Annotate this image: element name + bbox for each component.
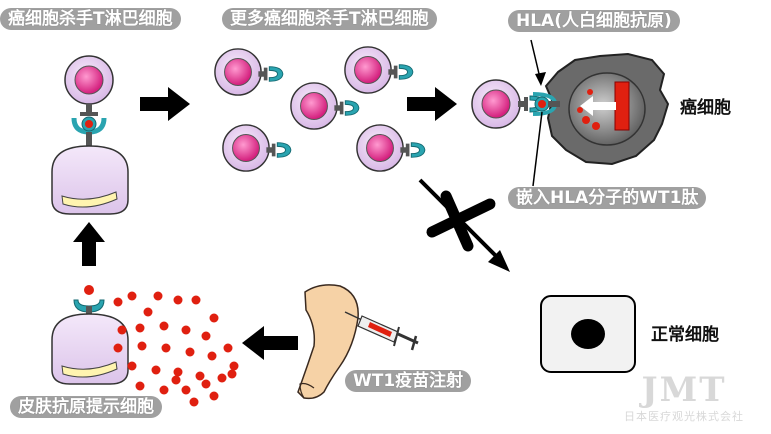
wt1-peptide-dot [209,313,219,323]
arrow-right-1 [140,87,190,121]
arrow-up-left [73,222,105,266]
label-hla-wt1: 嵌入HLA分子的WT1肽 [508,187,707,209]
wt1-peptide-dot [161,343,171,353]
hla-wt1-complex [532,92,560,116]
wt1-peptide-dot [201,379,211,389]
wt1-peptide-dot [223,343,233,353]
t-cell-receptor-icon [266,142,292,158]
killer-t-cell-4 [222,124,292,172]
hla-pointer-head [535,72,546,86]
wt1-peptide-dot [171,375,181,385]
tcr-hla-complex-left [71,116,107,146]
wt1-peptide-dot [151,365,161,375]
apc-cell-top [51,145,129,215]
wt1-peptide-dot [117,325,127,335]
wt1-peptide-dots [113,291,239,407]
killer-t-cell-top [64,55,114,116]
wt1-peptide-dot [159,321,169,331]
label-cancer-cell: 癌细胞 [680,98,731,118]
t-cell-receptor-icon [258,66,284,82]
wt1-peptide-dot [195,371,205,381]
arm-illustration [297,284,359,400]
wt1-peptide-dot [185,347,195,357]
wt1-pointer-line [532,111,543,187]
wt1-peptide-dot [227,369,237,379]
wt1-peptide-dot [173,367,183,377]
killer-t-cell-3 [290,82,360,130]
label-more-killer-t: 更多癌细胞杀手T淋巴细胞 [222,8,437,30]
wt1-peptide-dot [173,295,183,305]
wt1-peptide-dot [181,325,191,335]
killer-t-cell-2 [344,46,414,94]
wt1-peptide-dot [113,297,123,307]
label-hla: HLA(人白细胞抗原) [508,10,680,32]
watermark-caption: 日本医疗观光株式会社 [624,410,744,423]
syringe-icon [344,311,419,351]
wt1-peptide-dot [127,361,137,371]
wt1-peptide-dot [189,397,199,407]
wt1-peptide-dot [137,341,147,351]
wt1-peptide-dot [181,385,191,395]
wt1-peptide-dot [127,291,137,301]
label-killer-t: 癌细胞杀手T淋巴细胞 [0,8,181,30]
wt1-peptide-dot [159,385,169,395]
t-cell-receptor-icon [400,142,426,158]
wt1-peptide-dot [191,295,201,305]
wt1-peptide-dot [143,307,153,317]
killer-t-cell-1 [214,48,284,96]
wt1-peptide-dot [207,351,217,361]
wt1-peptide-dot [113,343,123,353]
arrow-left-bottom [242,326,298,360]
cancer-cell-graphic [544,52,670,166]
wt1-peptide-dot [229,361,239,371]
hla-pointer-line [530,39,541,79]
label-normal-cell: 正常细胞 [651,325,719,345]
apc-cell-bottom [51,285,129,385]
watermark-logo: JMT 日本医疗观光株式会社 [604,372,764,426]
wt1-peptide-dot [209,391,219,401]
wt1-peptide-dot [153,291,163,301]
wt1-peptide-dot [217,373,227,383]
wt1-peptide-dot [135,323,145,333]
normal-cell-graphic [540,295,636,373]
wt1-peptide-dot [201,331,211,341]
watermark-text: JMT [641,370,727,410]
killer-t-cell-5 [356,124,426,172]
killer-t-cell-cluster [214,46,426,172]
blocked-x-icon [426,190,496,252]
wt1-peptide-dot [135,381,145,391]
t-cell-receptor-icon [334,100,360,116]
arrow-right-2 [407,87,457,121]
label-vaccine: WT1疫苗注射 [345,370,472,392]
killer-t-cell-attacking [471,79,546,129]
t-cell-receptor-icon [388,64,414,80]
label-apc: 皮肤抗原提示细胞 [10,396,162,418]
